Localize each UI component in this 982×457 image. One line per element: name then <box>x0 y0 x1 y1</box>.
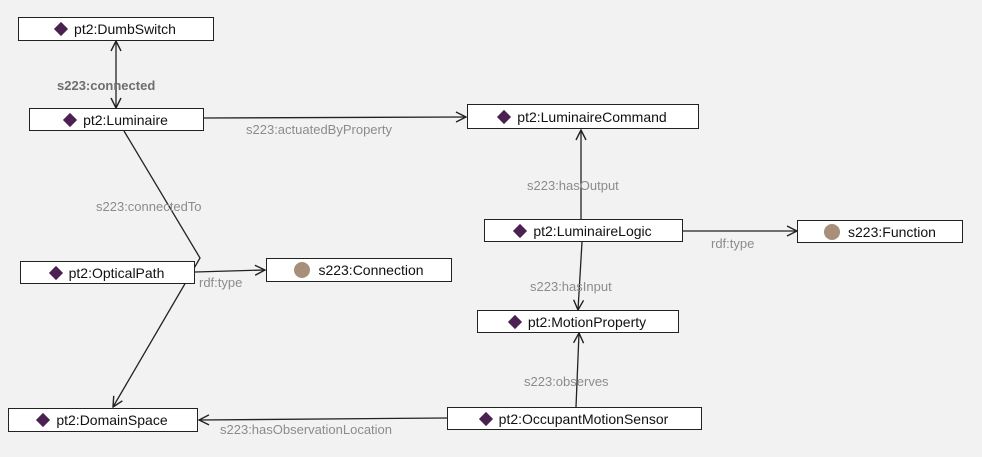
individual-diamond-icon <box>53 21 69 37</box>
node-label: pt2:OccupantMotionSensor <box>498 410 669 427</box>
node-label: pt2:MotionProperty <box>527 313 647 330</box>
edge-label-observes: s223:observes <box>524 374 609 389</box>
individual-diamond-icon <box>36 412 51 428</box>
edge-has-observation-location <box>199 418 448 420</box>
edge-actuated-by-property <box>203 117 466 118</box>
node-label: pt2:LuminaireCommand <box>517 108 667 125</box>
node-s223-connection[interactable]: s223:Connection <box>266 258 452 282</box>
node-label: pt2:OpticalPath <box>68 264 165 281</box>
individual-diamond-icon <box>48 265 63 280</box>
node-optical-path[interactable]: pt2:OpticalPath <box>20 261 195 284</box>
individual-diamond-icon <box>507 314 522 329</box>
individual-diamond-icon <box>513 223 528 238</box>
node-label: s223:Function <box>848 223 936 240</box>
edge-label-connected-to: s223:connectedTo <box>96 199 202 214</box>
individual-diamond-icon <box>497 109 512 124</box>
node-label: pt2:DumbSwitch <box>74 21 176 37</box>
node-label: s223:Connection <box>318 262 424 278</box>
edge-has-input <box>578 241 582 310</box>
node-s223-function[interactable]: s223:Function <box>797 220 963 243</box>
node-label: pt2:DomainSpace <box>56 412 168 428</box>
edge-label-has-input: s223:hasInput <box>530 279 612 294</box>
edge-observes <box>576 333 579 408</box>
node-label: pt2:LuminaireLogic <box>533 222 652 239</box>
node-label: pt2:Luminaire <box>83 111 168 128</box>
class-circle-icon <box>824 223 841 240</box>
node-motion-property[interactable]: pt2:MotionProperty <box>477 310 679 333</box>
individual-diamond-icon <box>478 411 493 426</box>
edge-label-connected: s223:connected <box>57 78 156 93</box>
node-domain-space[interactable]: pt2:DomainSpace <box>8 408 198 432</box>
edge-label-actuated-by-property: s223:actuatedByProperty <box>246 122 392 137</box>
individual-diamond-icon <box>63 112 78 127</box>
edge-optical-rdf-type <box>194 270 265 272</box>
edge-label-optical-rdf-type: rdf:type <box>199 275 243 290</box>
class-circle-icon <box>294 262 311 278</box>
edge-connected-to <box>113 130 201 407</box>
node-luminaire-command[interactable]: pt2:LuminaireCommand <box>467 104 699 129</box>
edge-label-has-output: s223:hasOutput <box>527 178 619 193</box>
edge-label-has-observation-location: s223:hasObservationLocation <box>220 422 393 437</box>
node-dumb-switch[interactable]: pt2:DumbSwitch <box>18 17 214 41</box>
node-occupant-motion-sensor[interactable]: pt2:OccupantMotionSensor <box>447 407 702 430</box>
node-luminaire-logic[interactable]: pt2:LuminaireLogic <box>484 219 683 242</box>
edge-label-logic-rdf-type: rdf:type <box>711 236 755 251</box>
node-luminaire[interactable]: pt2:Luminaire <box>29 108 204 131</box>
